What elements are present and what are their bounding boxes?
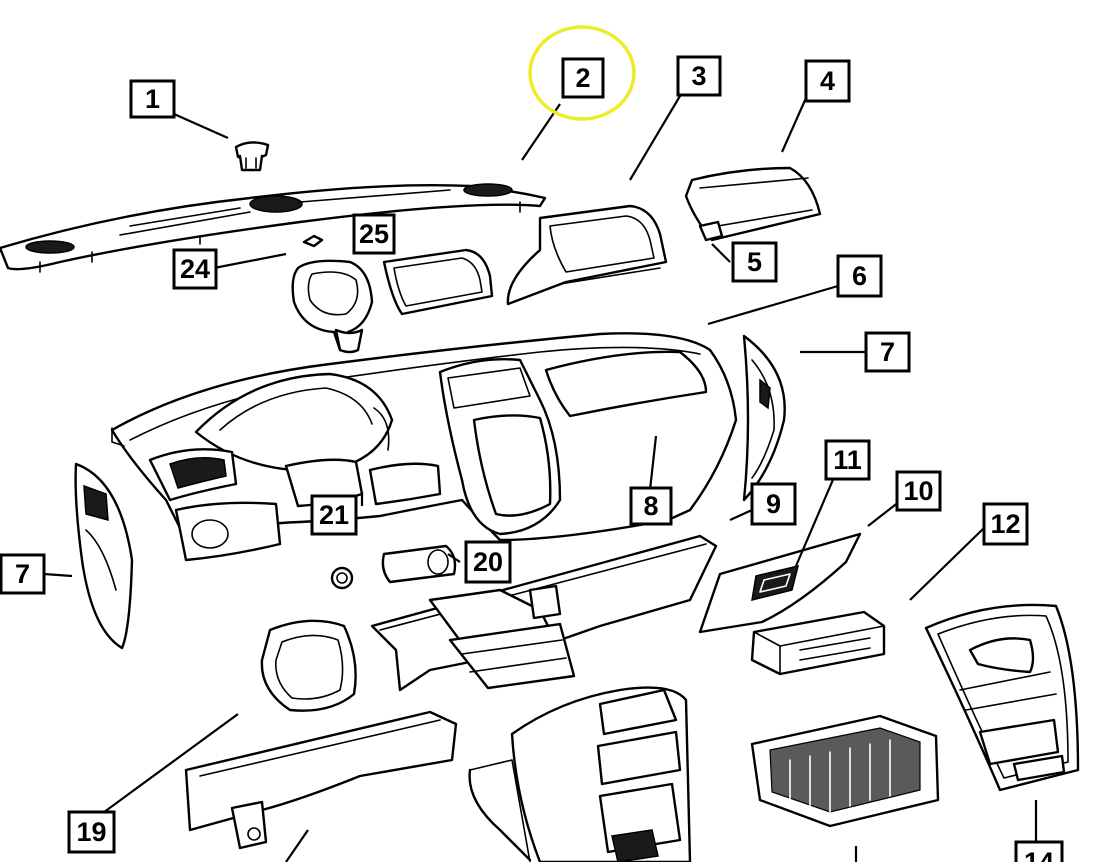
callout-7-right: 7 [864,331,911,373]
svg-text:1: 1 [145,84,160,114]
part-small-clip-drawing [302,234,324,248]
svg-text:3: 3 [691,61,706,91]
part-24-bracket-drawing [291,259,374,354]
svg-text:7: 7 [880,337,895,367]
svg-text:7: 7 [15,559,30,589]
part-12-module-drawing [750,610,886,676]
part-3-bin-drawing [506,204,668,306]
callout-8: 8 [629,486,673,526]
callout-7-left: 7 [0,553,46,595]
callout-1: 1 [129,79,176,119]
svg-text:25: 25 [359,219,389,249]
callout-25: 25 [352,213,396,255]
callout-21: 21 [310,494,358,536]
part-1-clip-drawing [234,141,270,172]
part-20-switch-drawing [330,544,457,590]
part-9-bracket-drawing [370,534,718,692]
callout-24: 24 [172,248,218,290]
svg-text:11: 11 [833,445,862,475]
callout-19: 19 [67,810,116,854]
svg-text:14: 14 [1024,847,1054,862]
part-19-column-cover-drawing [184,619,458,850]
part-6-instrument-panel-drawing [110,332,738,562]
svg-text:21: 21 [319,500,349,530]
part-5-clip-drawing [698,220,724,242]
highlight-ring [528,25,636,121]
svg-text:12: 12 [990,509,1020,539]
svg-text:24: 24 [180,254,210,284]
part-11-glovebox-door-drawing [698,532,862,634]
callout-20: 20 [464,540,512,584]
callout-9: 9 [750,482,797,526]
svg-text:8: 8 [643,491,658,521]
callout-3: 3 [676,55,722,97]
part-center-console-drawing [468,686,692,862]
part-4-cover-drawing [684,166,822,242]
callout-10: 10 [895,470,942,512]
svg-text:6: 6 [852,261,867,291]
part-7-left-endcap-drawing [74,462,134,650]
part-hvac-block-drawing [750,714,940,828]
part-14-center-bezel-drawing [924,603,1080,792]
svg-text:9: 9 [766,489,781,519]
svg-text:4: 4 [820,66,835,96]
callout-4: 4 [804,59,851,103]
svg-text:2: 2 [575,63,590,93]
svg-text:10: 10 [903,476,933,506]
part-2-top-pad-drawing [0,183,547,273]
callout-6: 6 [836,254,883,298]
part-7-right-endcap-drawing [742,334,786,502]
part-25-display-bezel-drawing [382,248,494,316]
svg-text:20: 20 [473,547,503,577]
svg-text:19: 19 [76,817,106,847]
callout-14: 14 [1014,840,1064,862]
callout-2: 2 [561,57,605,99]
callout-5: 5 [731,241,778,283]
callout-12: 12 [982,502,1029,546]
callout-11: 11 [824,439,871,481]
svg-text:5: 5 [747,247,762,277]
